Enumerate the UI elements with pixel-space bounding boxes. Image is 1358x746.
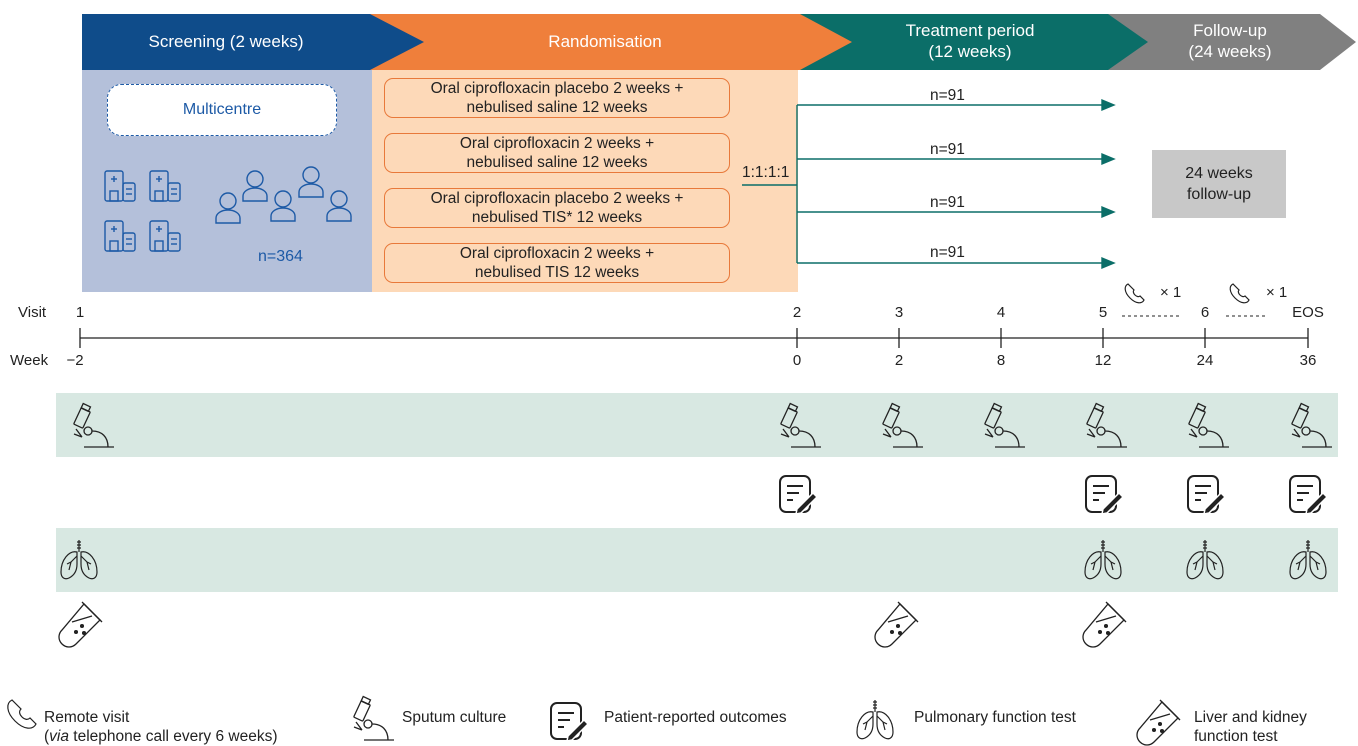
visit-label-3: 3 <box>894 304 904 321</box>
microscope-icon <box>1188 402 1230 448</box>
arm-n-2: n=91 <box>930 141 965 158</box>
legend-remote-visit-via: via <box>49 728 69 745</box>
arm-n-4: n=91 <box>930 244 965 261</box>
multicentre-badge: Multicentre <box>107 84 337 136</box>
visit-label-5: 5 <box>1098 304 1108 321</box>
legend-phone-icon <box>7 699 37 729</box>
lungs-icon <box>1289 539 1327 580</box>
lungs-icon <box>1084 539 1122 580</box>
legend-test-tube-icon <box>1136 699 1181 746</box>
microscope-icon <box>73 402 115 448</box>
microscope-icon <box>780 402 822 448</box>
week-label-6: 24 <box>1196 352 1214 369</box>
arm-box-1: Oral ciprofloxacin placebo 2 weeks + neb… <box>384 78 730 118</box>
phase-followup-label: Follow-up (24 weeks) <box>1188 21 1272 61</box>
visit-label-6: 6 <box>1200 304 1210 321</box>
legend-remote-visit-line2: telephone call every 6 weeks) <box>69 728 278 745</box>
legend-liver-kidney-test: Liver and kidney function test <box>1194 708 1307 746</box>
legend-remote-visit: Remote visit (via telephone call every 6… <box>44 708 278 746</box>
screening-icons <box>104 166 352 252</box>
legend-microscope-icon <box>353 695 395 741</box>
microscope-icon <box>882 402 924 448</box>
phone-count-2: × 1 <box>1266 284 1288 301</box>
legend-lkft-line1: Liver and kidney <box>1194 709 1307 726</box>
week-label-5: 12 <box>1094 352 1112 369</box>
week-title: Week <box>10 352 49 369</box>
followup-box: 24 weeks follow-up <box>1152 150 1286 218</box>
phase-randomisation-label: Randomisation <box>548 32 662 51</box>
visit-label-4: 4 <box>996 304 1006 321</box>
lungs-icon <box>60 539 98 580</box>
pro-form-icon <box>1289 475 1328 515</box>
pft-band <box>56 528 1338 592</box>
legend-remote-visit-paren: ( <box>44 728 50 745</box>
hospital-icon <box>104 170 136 202</box>
hospital-icon <box>104 220 136 252</box>
arm-box-3: Oral ciprofloxacin placebo 2 weeks + neb… <box>384 188 730 228</box>
phone-icon <box>1124 283 1145 304</box>
legend-patient-reported-outcomes: Patient-reported outcomes <box>604 709 787 726</box>
test-tube-icon <box>874 601 919 648</box>
phase-randomisation-arrow <box>370 14 852 70</box>
week-label-2: 0 <box>792 352 802 369</box>
legend-pulmonary-function-test: Pulmonary function test <box>914 709 1076 726</box>
phase-treatment-arrow <box>794 14 1148 70</box>
arrowhead-3 <box>1101 205 1116 219</box>
week-label-4: 8 <box>996 352 1006 369</box>
arm-box-4: Oral ciprofloxacin 2 weeks + nebulised T… <box>384 243 730 283</box>
phase-screening-label: Screening (2 weeks) <box>148 32 304 51</box>
microscope-icon <box>1086 402 1128 448</box>
phase-screening-arrow <box>82 14 424 70</box>
test-tube-icon <box>1082 601 1127 648</box>
pro-form-icon <box>1085 475 1124 515</box>
sputum-band <box>56 393 1338 457</box>
phone-count-1: × 1 <box>1160 284 1182 301</box>
lungs-icon <box>1186 539 1224 580</box>
week-label-3: 2 <box>894 352 904 369</box>
legend-remote-visit-line1: Remote visit <box>44 709 130 726</box>
ratio-label: 1:1:1:1 <box>742 164 790 181</box>
visit-label-2: 2 <box>792 304 802 321</box>
people-icon <box>215 166 352 224</box>
legend-lkft-line2: function test <box>1194 728 1278 745</box>
week-label-7: 36 <box>1299 352 1317 369</box>
test-tube-icon <box>58 601 103 648</box>
legend-pro-icon <box>550 702 589 742</box>
arrowhead-2 <box>1101 152 1116 166</box>
hospital-icon <box>149 170 181 202</box>
pro-form-icon <box>779 475 818 515</box>
week-label-1: −2 <box>66 352 84 369</box>
arrowhead-4 <box>1101 256 1116 270</box>
arm-n-1: n=91 <box>930 87 965 104</box>
pro-form-icon <box>1187 475 1226 515</box>
legend-sputum-culture: Sputum culture <box>402 709 507 726</box>
timeline-ticks <box>79 328 1309 348</box>
phase-banner <box>82 14 1356 70</box>
screening-n-label: n=364 <box>258 248 303 265</box>
hospital-icon <box>149 220 181 252</box>
phone-icon <box>1229 283 1250 304</box>
arm-box-2: Oral ciprofloxacin 2 weeks + nebulised s… <box>384 133 730 173</box>
microscope-icon <box>984 402 1026 448</box>
visit-label-eos: EOS <box>1292 304 1324 321</box>
microscope-icon <box>1291 402 1333 448</box>
phase-followup-arrow <box>1100 14 1356 70</box>
phase-treatment-label: Treatment period (12 weeks) <box>905 21 1035 61</box>
arrowhead-1 <box>1101 98 1116 112</box>
visit-title: Visit <box>18 304 47 321</box>
arm-n-3: n=91 <box>930 194 965 211</box>
visit-label-1: 1 <box>75 304 85 321</box>
legend-lungs-icon <box>856 699 894 740</box>
